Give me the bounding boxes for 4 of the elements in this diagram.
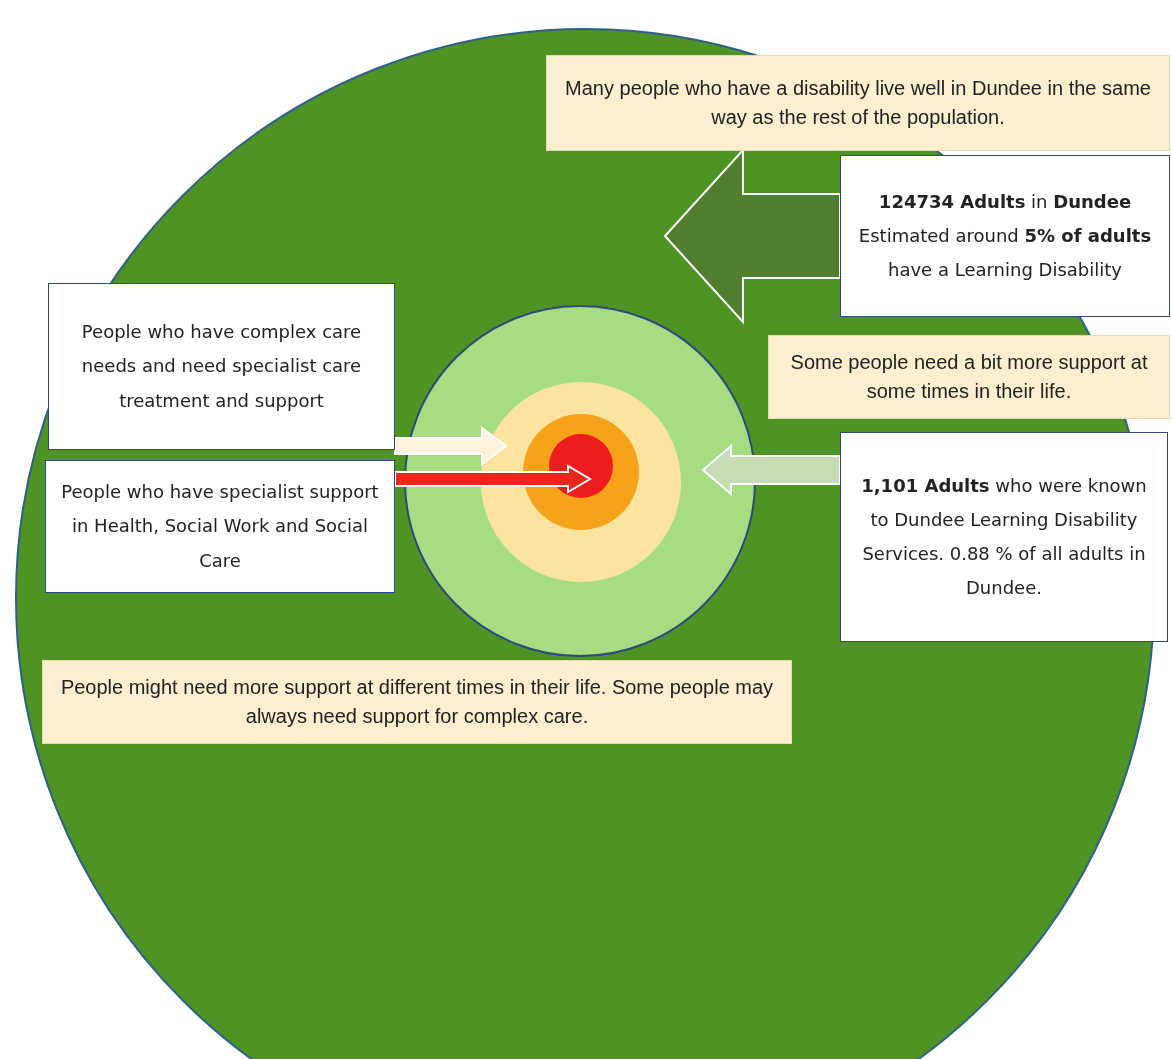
block-arrow [394,464,592,494]
block-arrow [394,426,508,466]
block-arrow [701,443,841,497]
note-box: People might need more support at different times in their life. Some people may always need support for complex care. [42,660,792,744]
